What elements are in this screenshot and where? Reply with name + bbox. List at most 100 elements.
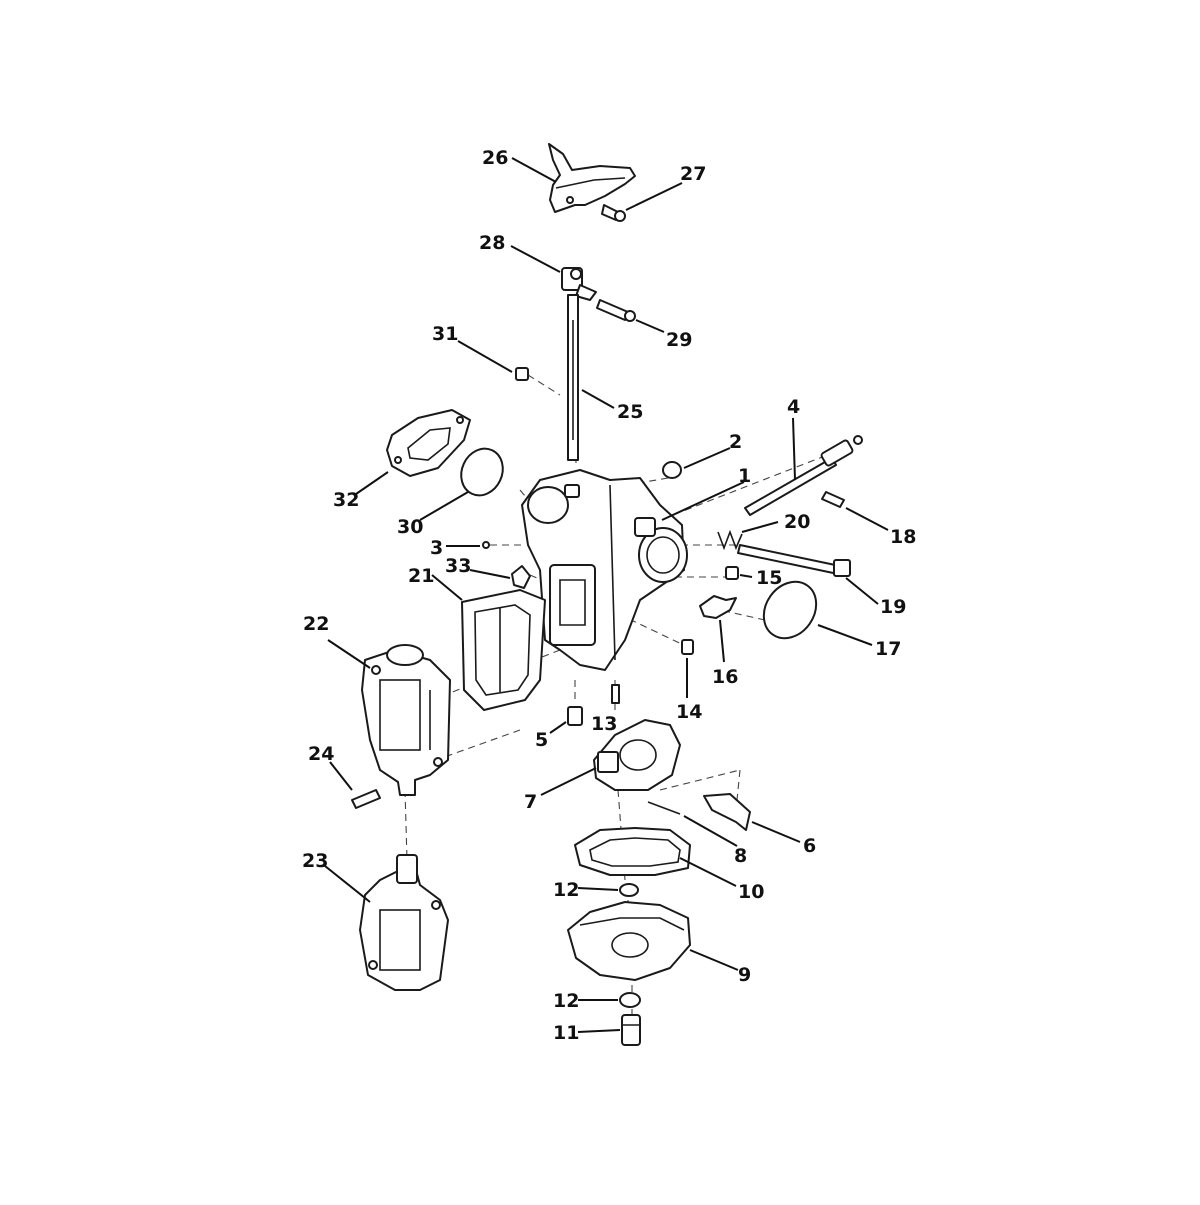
callout-15: 15 bbox=[756, 567, 782, 589]
part-29-screw bbox=[596, 299, 636, 322]
part-1-carburetor-body bbox=[521, 469, 688, 671]
leader-22 bbox=[327, 639, 371, 669]
callout-16: 16 bbox=[712, 666, 738, 688]
leader-7 bbox=[540, 767, 597, 796]
callout-21: 21 bbox=[408, 565, 434, 587]
leader-10 bbox=[679, 857, 737, 887]
part-10-gasket bbox=[574, 827, 691, 876]
callout-29: 29 bbox=[666, 329, 692, 351]
leader-29 bbox=[635, 319, 665, 333]
leader-21 bbox=[431, 574, 463, 601]
callout-27: 27 bbox=[680, 163, 706, 185]
callout-17: 17 bbox=[875, 638, 901, 660]
part-5-jet bbox=[567, 706, 583, 726]
part-32-gasket bbox=[386, 409, 471, 477]
leader-20 bbox=[741, 521, 779, 533]
part-6-clip bbox=[703, 793, 751, 831]
callout-23: 23 bbox=[302, 850, 328, 872]
part-28-swivel bbox=[561, 267, 597, 301]
part-20-spring bbox=[717, 529, 743, 551]
part-16-lever bbox=[699, 595, 737, 619]
part-4-throttle-shaft bbox=[744, 435, 863, 516]
part-14-screw bbox=[681, 639, 694, 655]
callout-1: 1 bbox=[738, 465, 751, 487]
leader-6 bbox=[751, 821, 801, 843]
leader-lines bbox=[324, 157, 889, 1033]
leader-19 bbox=[845, 577, 879, 605]
callout-8: 8 bbox=[734, 845, 747, 867]
part-3-ball bbox=[482, 541, 490, 549]
callout-20: 20 bbox=[784, 511, 810, 533]
callout-10: 10 bbox=[738, 881, 764, 903]
callout-19: 19 bbox=[880, 596, 906, 618]
leader-5 bbox=[549, 721, 567, 734]
callout-3: 3 bbox=[430, 537, 443, 559]
leader-9 bbox=[689, 949, 739, 971]
leader-31 bbox=[457, 340, 513, 373]
part-13-pin bbox=[611, 684, 620, 704]
callout-4: 4 bbox=[787, 396, 800, 418]
leader-17 bbox=[817, 624, 873, 646]
callout-31: 31 bbox=[432, 323, 458, 345]
part-24-screw bbox=[351, 789, 381, 809]
leader-28 bbox=[510, 245, 561, 273]
part-31-plug bbox=[515, 367, 529, 381]
callout-11: 11 bbox=[553, 1022, 579, 1044]
part-2-plug bbox=[662, 461, 682, 479]
leader-12a bbox=[577, 887, 619, 891]
callout-7: 7 bbox=[524, 791, 537, 813]
callout-18: 18 bbox=[890, 526, 916, 548]
leader-27 bbox=[625, 182, 683, 211]
part-17-diaphragm bbox=[762, 580, 818, 640]
part-15-screw bbox=[725, 566, 739, 580]
part-9-float-bowl bbox=[567, 901, 691, 981]
leader-11 bbox=[577, 1029, 621, 1033]
callout-2: 2 bbox=[729, 431, 742, 453]
part-26-bracket bbox=[548, 143, 636, 213]
callout-14: 14 bbox=[676, 701, 702, 723]
leader-23 bbox=[324, 865, 371, 903]
callout-9: 9 bbox=[738, 964, 751, 986]
leader-15 bbox=[739, 574, 753, 578]
leader-8 bbox=[683, 815, 738, 847]
part-8-pin bbox=[647, 801, 681, 815]
part-22-pump bbox=[361, 644, 451, 796]
leader-26 bbox=[511, 157, 557, 183]
callout-13: 13 bbox=[591, 713, 617, 735]
callout-6: 6 bbox=[803, 835, 816, 857]
callout-33: 33 bbox=[445, 555, 471, 577]
callout-12a: 12 bbox=[553, 879, 579, 901]
part-27-screw bbox=[601, 204, 626, 222]
callout-5: 5 bbox=[535, 729, 548, 751]
leader-33 bbox=[469, 569, 511, 579]
part-18-screw bbox=[821, 491, 845, 508]
part-12-washer-upper bbox=[619, 883, 639, 897]
callout-25: 25 bbox=[617, 401, 643, 423]
leader-32 bbox=[355, 471, 389, 495]
leader-18 bbox=[845, 507, 889, 531]
callout-12b: 12 bbox=[553, 990, 579, 1012]
leader-16 bbox=[719, 619, 725, 663]
leader-25 bbox=[581, 389, 615, 409]
callout-24: 24 bbox=[308, 743, 334, 765]
part-7-float bbox=[593, 719, 681, 791]
part-21-gasket bbox=[461, 589, 546, 711]
leader-1 bbox=[661, 481, 745, 521]
part-30-diaphragm bbox=[460, 447, 504, 497]
callout-22: 22 bbox=[303, 613, 329, 635]
part-23-pump bbox=[359, 854, 449, 991]
callout-26: 26 bbox=[482, 147, 508, 169]
part-12-washer-lower bbox=[619, 992, 641, 1008]
part-11-screw bbox=[621, 1014, 641, 1046]
leader-24 bbox=[329, 761, 353, 791]
part-19-screw bbox=[737, 544, 851, 577]
callout-32: 32 bbox=[333, 489, 359, 511]
callout-labels: 26 27 28 29 31 25 4 2 1 32 30 20 18 3 33… bbox=[302, 147, 916, 1044]
leader-30 bbox=[419, 491, 469, 521]
part-25-rod bbox=[567, 294, 579, 461]
callout-30: 30 bbox=[397, 516, 423, 538]
leader-4 bbox=[792, 417, 796, 481]
callout-28: 28 bbox=[479, 232, 505, 254]
